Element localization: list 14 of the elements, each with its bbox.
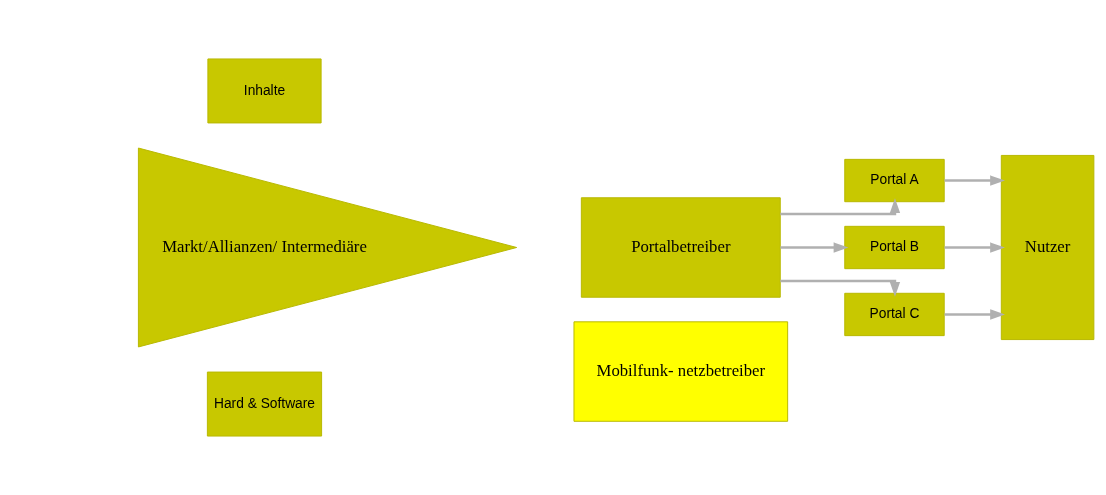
arrow [944, 242, 1005, 253]
node-box: Nutzer [1000, 154, 1095, 341]
arrow [780, 242, 849, 253]
node-box: Mobilfunk- netzbetreiber [573, 321, 789, 422]
node-box: Portalbetreiber [580, 197, 781, 298]
arrow [780, 198, 901, 216]
arrow [944, 175, 1005, 186]
node-box: Portal B [844, 225, 945, 270]
node-box: Portal C [844, 292, 945, 337]
arrow [944, 309, 1005, 320]
arrow [780, 279, 901, 297]
node-box: Inhalte [207, 58, 322, 124]
node-box: Portal A [844, 158, 945, 203]
node-box: Hard & Software [206, 371, 323, 437]
